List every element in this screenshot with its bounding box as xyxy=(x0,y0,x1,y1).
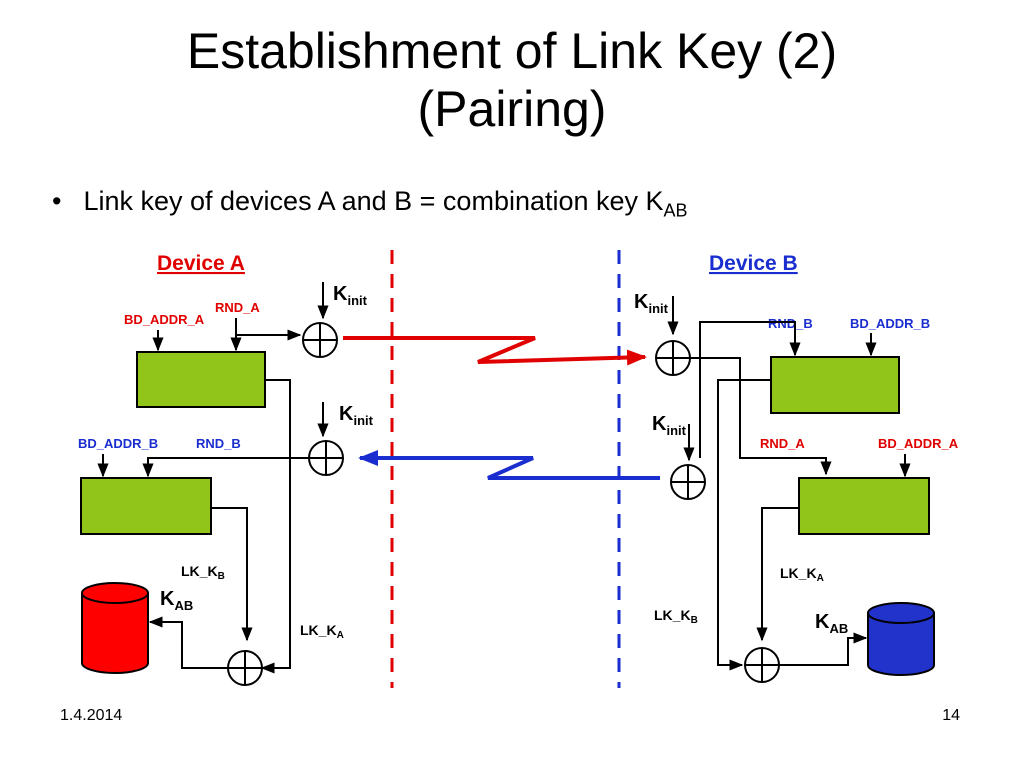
footer-date: 1.4.2014 xyxy=(60,707,123,724)
link-red xyxy=(343,336,647,366)
xor-icon xyxy=(670,464,706,500)
label-kinit-b1: Kinit xyxy=(634,291,669,316)
label-bd-addr-a-b: BD_ADDR_A xyxy=(878,436,959,451)
label-kab-a: KAB xyxy=(160,588,193,613)
label-lk-kb-a: LK_KB xyxy=(181,563,225,582)
xor-icon xyxy=(744,647,780,683)
label-rnd-a-b: RND_A xyxy=(760,436,805,451)
bullet-dot: • xyxy=(52,186,62,216)
label-bd-addr-b-b: BD_ADDR_B xyxy=(850,316,930,331)
label-rnd-a: RND_A xyxy=(215,300,260,315)
label-rnd-b-b: RND_B xyxy=(768,316,813,331)
device-b-heading: Device B xyxy=(709,252,798,275)
label-lk-ka-a: LK_KA xyxy=(300,622,344,641)
xor-icon xyxy=(227,650,263,686)
process-box-b2 xyxy=(798,477,930,535)
bullet-text: Link key of devices A and B = combinatio… xyxy=(83,186,664,216)
device-a-heading: Device A xyxy=(157,252,245,275)
xor-icon xyxy=(308,440,344,476)
label-bd-addr-b-a: BD_ADDR_B xyxy=(78,436,158,451)
label-kinit-b2: Kinit xyxy=(652,413,687,438)
process-box-a2 xyxy=(80,477,212,535)
bullet-point: • Link key of devices A and B = combinati… xyxy=(52,186,688,221)
link-blue xyxy=(358,450,660,480)
bullet-subscript: AB xyxy=(663,200,688,221)
label-lk-ka-b: LK_KA xyxy=(780,565,824,584)
database-icon xyxy=(867,602,935,676)
footer-page-number: 14 xyxy=(942,707,960,724)
database-icon xyxy=(81,582,149,674)
title-line-2: (Pairing) xyxy=(417,81,607,137)
label-lk-kb-b: LK_KB xyxy=(654,607,698,626)
title-line-1: Establishment of Link Key (2) xyxy=(186,23,838,79)
process-box-b1 xyxy=(770,356,900,414)
label-kab-b: KAB xyxy=(815,611,848,636)
xor-icon xyxy=(302,322,338,358)
xor-icon xyxy=(655,340,691,376)
label-kinit-a1: Kinit xyxy=(333,283,368,308)
label-rnd-b-a: RND_B xyxy=(196,436,241,451)
process-box-a1 xyxy=(136,351,266,408)
label-bd-addr-a: BD_ADDR_A xyxy=(124,312,205,327)
label-kinit-a2: Kinit xyxy=(339,403,374,428)
slide-title: Establishment of Link Key (2) (Pairing) xyxy=(0,22,1024,138)
